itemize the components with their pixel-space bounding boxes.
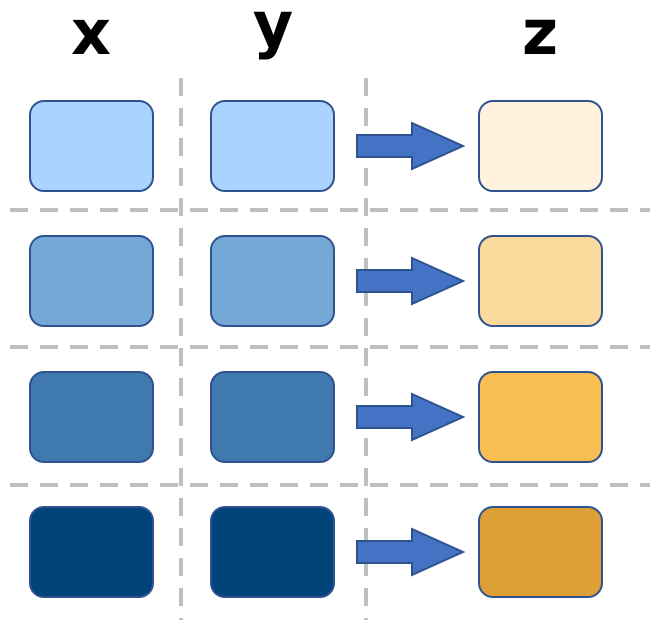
row-3 [29,371,603,463]
z-box-row-2 [478,235,603,327]
z-box-row-4 [478,506,603,598]
header-x: x [71,0,111,69]
header-y: y [253,0,293,61]
y-box-row-2 [210,235,335,327]
x-box-row-1 [29,100,154,192]
arrow-right-icon-row-3 [356,392,466,442]
x-box-row-3 [29,371,154,463]
z-box-row-1 [478,100,603,192]
y-box-row-1 [210,100,335,192]
z-box-row-3 [478,371,603,463]
header-z: z [522,0,558,69]
row-2 [29,235,603,327]
arrow-right-icon-row-4 [356,527,466,577]
x-box-row-4 [29,506,154,598]
x-box-row-2 [29,235,154,327]
rows [29,100,603,598]
y-box-row-4 [210,506,335,598]
row-4 [29,506,603,598]
arrow-right-icon-row-2 [356,256,466,306]
grid-lines [10,78,650,620]
arrow-right-icon-row-1 [356,121,466,171]
row-1 [29,100,603,192]
y-box-row-3 [210,371,335,463]
